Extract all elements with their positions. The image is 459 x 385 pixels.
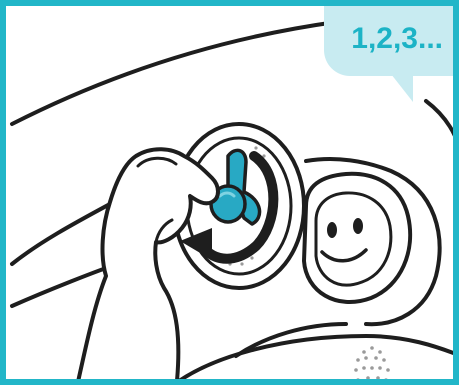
- speaker-grille-icon: [354, 346, 390, 382]
- speech-bubble-text: 1,2,3...: [351, 22, 443, 56]
- smiley-face-icon: [304, 174, 410, 302]
- speech-bubble: 1,2,3...: [324, 6, 453, 76]
- toy-body-outline: [12, 22, 336, 124]
- speech-bubble-tail: [391, 74, 413, 102]
- toy-right-edge: [426, 101, 459, 156]
- toy-base-outline: [166, 336, 459, 385]
